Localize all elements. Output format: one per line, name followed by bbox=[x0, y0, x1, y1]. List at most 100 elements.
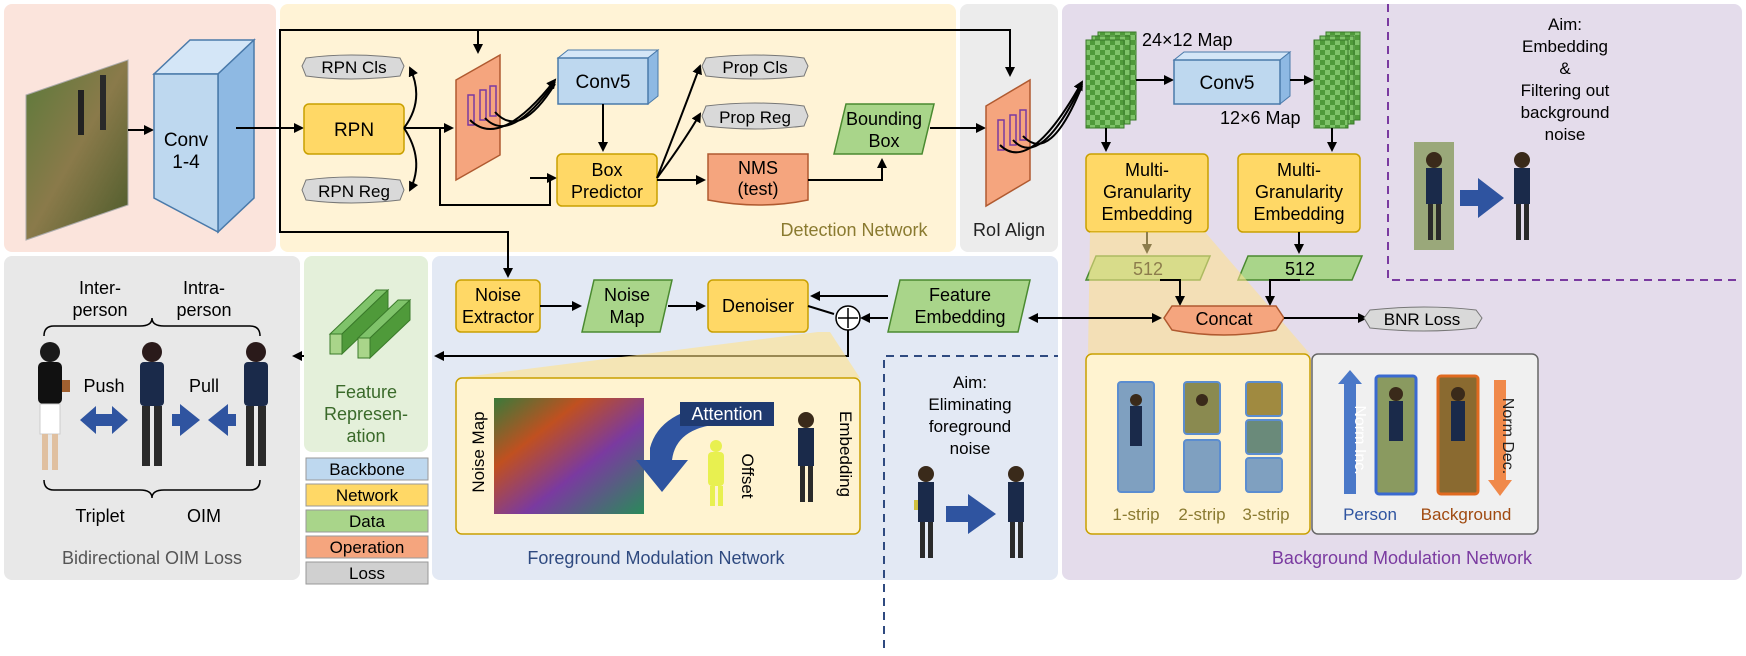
roi-align-label: RoI Align bbox=[973, 220, 1045, 240]
mge2-label-2: Granularity bbox=[1255, 182, 1343, 202]
roi-feature-slab-1 bbox=[455, 53, 501, 182]
push-label: Push bbox=[83, 376, 124, 396]
map-24-label: 24×12 Map bbox=[1142, 30, 1233, 50]
noise-extractor-box: Noise Extractor bbox=[455, 279, 541, 333]
svg-text:background: background bbox=[1521, 103, 1610, 122]
bnr-loss-box: BNR Loss bbox=[1363, 306, 1483, 332]
svg-text:foreground: foreground bbox=[929, 417, 1011, 436]
mge-box-1: Multi- Granularity Embedding bbox=[1085, 153, 1209, 233]
fg-aim-person-after bbox=[1008, 466, 1024, 558]
feature-rep-label-2: Represen- bbox=[324, 404, 408, 424]
feature-embedding-label-1: Feature bbox=[929, 285, 991, 305]
bg-aim-person-after bbox=[1514, 152, 1530, 240]
noise-map-label-2: Map bbox=[609, 307, 644, 327]
rpn-box: RPN bbox=[303, 103, 405, 155]
noise-map-image bbox=[494, 398, 644, 514]
feature-rep-icon bbox=[328, 288, 412, 360]
strip-1-label: 1-strip bbox=[1112, 505, 1159, 524]
conv14-label-1: Conv bbox=[164, 130, 209, 151]
feature-embedding-label-2: Embedding bbox=[914, 307, 1005, 327]
svg-text:&: & bbox=[1559, 59, 1571, 78]
dim-512-label-2: 512 bbox=[1285, 259, 1315, 279]
nms-label-2: (test) bbox=[737, 179, 778, 199]
attention-arrow bbox=[636, 404, 768, 492]
person-right bbox=[244, 342, 268, 466]
strip-2-label: 2-strip bbox=[1178, 505, 1225, 524]
conv5-label: Conv5 bbox=[576, 72, 631, 93]
norm-dec-label: Norm Dec. bbox=[1499, 398, 1516, 474]
person-middle bbox=[140, 342, 164, 466]
mge1-label-3: Embedding bbox=[1101, 204, 1192, 224]
rpn-label: RPN bbox=[334, 120, 374, 141]
push-arrow bbox=[80, 406, 128, 434]
svg-text:noise: noise bbox=[1545, 125, 1586, 144]
intra-label-2: person bbox=[176, 300, 231, 320]
denoiser-zoom-fan bbox=[456, 332, 860, 378]
svg-text:noise: noise bbox=[950, 439, 991, 458]
fg-aim-border bbox=[883, 355, 1058, 648]
embedding-person bbox=[798, 412, 814, 502]
mge1-label-1: Multi- bbox=[1125, 160, 1169, 180]
oim-label: OIM bbox=[187, 506, 221, 526]
norm-person-image bbox=[1374, 374, 1418, 496]
denoiser-label: Denoiser bbox=[722, 296, 794, 316]
mge2-label-3: Embedding bbox=[1253, 204, 1344, 224]
strip-3 bbox=[1245, 381, 1283, 493]
map-12x6 bbox=[1313, 31, 1361, 129]
add-operator bbox=[835, 305, 861, 331]
detection-network-title: Detection Network bbox=[780, 220, 928, 240]
svg-text:Eliminating: Eliminating bbox=[928, 395, 1011, 414]
noise-extractor-label-1: Noise bbox=[475, 285, 521, 305]
legend-backbone: Backbone bbox=[329, 460, 405, 479]
person-label: Person bbox=[1343, 505, 1397, 524]
fg-modulation-title: Foreground Modulation Network bbox=[527, 548, 785, 568]
triplet-label: Triplet bbox=[75, 506, 124, 526]
feature-rep-label-3: ation bbox=[346, 426, 385, 446]
legend: Backbone Network Data Operation Loss bbox=[305, 457, 429, 585]
svg-text:Aim:: Aim: bbox=[953, 373, 987, 392]
fg-aim-arrow bbox=[946, 494, 996, 534]
mge-box-2: Multi- Granularity Embedding bbox=[1237, 153, 1361, 233]
oim-loss-title: Bidirectional OIM Loss bbox=[62, 548, 242, 568]
offset-label: Offset bbox=[738, 453, 757, 498]
dim-512-box-2: 512 bbox=[1236, 255, 1364, 281]
map-24x12 bbox=[1085, 31, 1137, 129]
bounding-box-label-1: Bounding bbox=[846, 109, 922, 129]
bg-aim-arrow bbox=[1460, 178, 1504, 218]
rpn-reg-box: RPN Reg bbox=[301, 176, 405, 204]
attention-label: Attention bbox=[691, 404, 762, 424]
feature-embedding-box: Feature Embedding bbox=[887, 279, 1031, 333]
norm-inc-label: Norm Inc. bbox=[1351, 405, 1368, 474]
denoiser-box: Denoiser bbox=[707, 279, 809, 333]
rpn-cls-box: RPN Cls bbox=[301, 54, 405, 80]
bg-modulation-title: Background Modulation Network bbox=[1272, 548, 1533, 568]
pull-arrow-right bbox=[208, 404, 236, 436]
input-image bbox=[25, 59, 129, 241]
legend-data: Data bbox=[349, 512, 385, 531]
noise-map-rot-label: Noise Map bbox=[469, 411, 488, 492]
bg-aim-text: Aim: Embedding & Filtering out backgroun… bbox=[1521, 15, 1610, 144]
noise-extractor-label-2: Extractor bbox=[462, 307, 534, 327]
strip-3-label: 3-strip bbox=[1242, 505, 1289, 524]
background-label: Background bbox=[1421, 505, 1512, 524]
svg-text:Aim:: Aim: bbox=[1548, 15, 1582, 34]
noise-map-label-1: Noise bbox=[604, 285, 650, 305]
pull-arrow-left bbox=[172, 404, 200, 436]
top-brace bbox=[43, 317, 261, 337]
bg-conv5-box: Conv5 bbox=[1172, 50, 1292, 106]
mge2-label-1: Multi- bbox=[1277, 160, 1321, 180]
feature-rep-label-1: Feature bbox=[335, 382, 397, 402]
concat-box: Concat bbox=[1163, 305, 1285, 336]
norm-background-image bbox=[1436, 374, 1480, 496]
inter-label-1: Inter- bbox=[79, 278, 121, 298]
conv5-box: Conv5 bbox=[556, 48, 660, 106]
bottom-brace bbox=[43, 479, 261, 499]
prop-reg-box: Prop Reg bbox=[701, 102, 809, 130]
legend-loss: Loss bbox=[349, 564, 385, 583]
concat-label: Concat bbox=[1195, 309, 1252, 329]
inter-label-2: person bbox=[72, 300, 127, 320]
rpn-reg-label: RPN Reg bbox=[318, 182, 390, 201]
person-left bbox=[38, 342, 70, 470]
fg-aim-text: Aim: Eliminating foreground noise bbox=[928, 373, 1011, 458]
